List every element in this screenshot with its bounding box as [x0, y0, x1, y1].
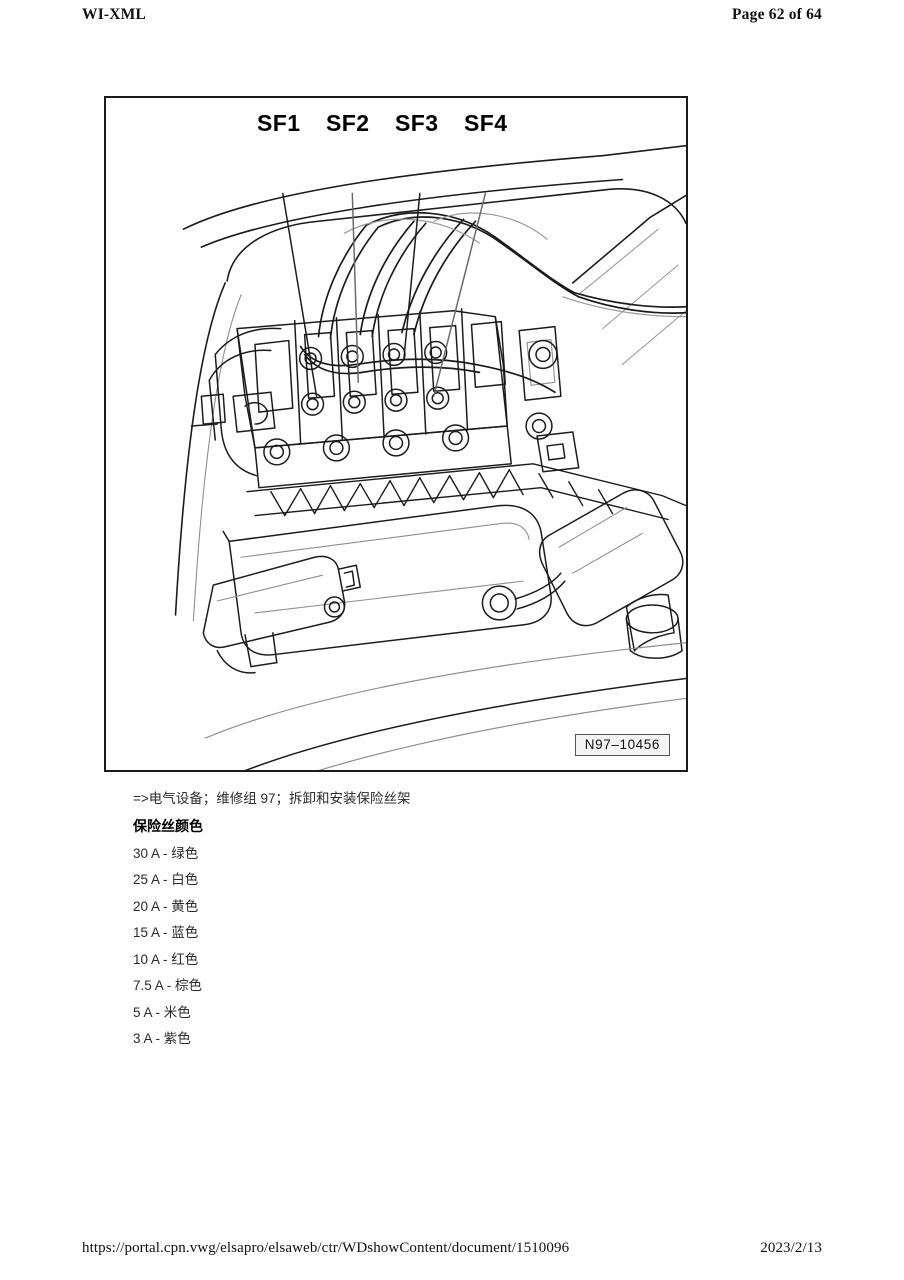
list-item: 25 A - 白色	[133, 872, 199, 887]
callout-label-sf1: SF1	[257, 110, 301, 136]
page-footer: https://portal.cpn.vwg/elsapro/elsaweb/c…	[82, 1240, 822, 1262]
print-date: 2023/2/13	[760, 1240, 822, 1256]
figure-reference-number: N97–10456	[574, 734, 670, 756]
list-item: 10 A - 红色	[133, 951, 199, 967]
caption-block: =>电气设备；维修组 97；拆卸和安装保险丝架 保险丝颜色 30 A - 绿色 …	[133, 792, 693, 1046]
figure-frame: SF1 SF2 SF3 SF4 N97–10456	[104, 96, 688, 772]
list-item: 30 A - 绿色	[133, 845, 199, 861]
document-title: WI-XML	[82, 6, 147, 23]
page-header: WI-XML Page 62 of 64	[82, 6, 822, 28]
page-indicator: Page 62 of 64	[732, 6, 822, 23]
callout-label-sf4: SF4	[464, 110, 508, 136]
list-item: 20 A - 黄色	[133, 898, 199, 914]
list-item: 15 A - 蓝色	[133, 925, 199, 940]
list-item: 5 A - 米色	[133, 1004, 191, 1020]
cross-reference-text: =>电气设备；维修组 97；拆卸和安装保险丝架	[133, 791, 411, 806]
fuse-color-list: 30 A - 绿色 25 A - 白色 20 A - 黄色 15 A - 蓝色 …	[133, 845, 693, 1046]
callout-label-sf3: SF3	[395, 110, 439, 136]
fuse-color-heading: 保险丝颜色	[133, 817, 203, 834]
fuse-carrier-illustration	[174, 144, 686, 770]
callout-label-sf2: SF2	[326, 110, 370, 136]
source-url: https://portal.cpn.vwg/elsapro/elsaweb/c…	[82, 1240, 570, 1256]
list-item: 7.5 A - 棕色	[133, 978, 203, 993]
list-item: 3 A - 紫色	[133, 1031, 191, 1046]
callout-layer: SF1 SF2 SF3 SF4	[106, 98, 686, 770]
